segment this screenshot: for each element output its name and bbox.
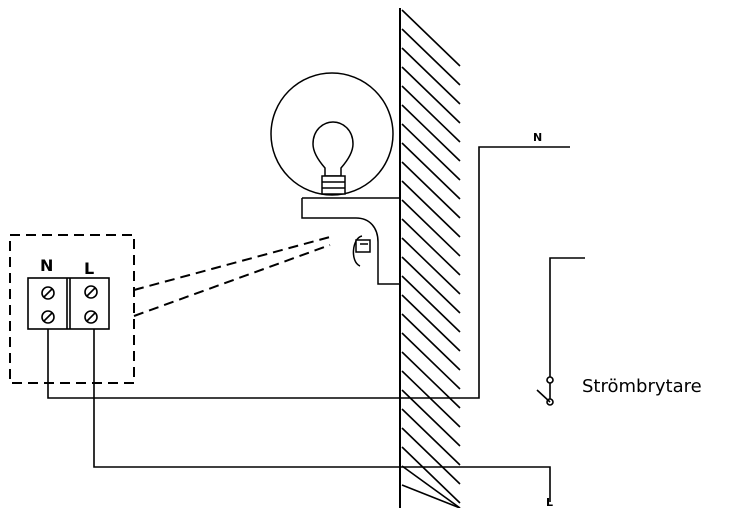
neutral-supply-label: N (533, 131, 542, 144)
wiring (47, 146, 585, 502)
light-bulb (312, 121, 354, 177)
hatch-line (401, 294, 461, 352)
hatch-line (401, 9, 461, 67)
terminal-block (27, 277, 110, 330)
hatch-line (401, 123, 461, 181)
hatch-line (401, 408, 461, 466)
hatch-line (401, 85, 461, 143)
hatch-line (401, 256, 461, 314)
hatch-line (401, 180, 461, 238)
hatch-line (401, 446, 461, 504)
switch-label: Strömbrytare (582, 376, 702, 397)
hatch-line (401, 275, 461, 333)
terminal-screw-l-top (84, 285, 98, 299)
detail-frame (9, 234, 135, 384)
terminal-screw-l-bottom (84, 310, 98, 324)
switch-contact-top (546, 376, 554, 384)
hatch-line (401, 199, 461, 257)
hatch-line (401, 161, 461, 219)
hatch-line (401, 389, 461, 447)
neutral-wire (47, 146, 570, 399)
hatch-line (401, 47, 461, 105)
hatch-line (401, 465, 461, 508)
live-supply-label: L (546, 496, 553, 508)
bulb-socket (321, 175, 346, 195)
hatch-line (401, 427, 461, 485)
hatch-line (401, 66, 461, 124)
lamp-bracket (301, 197, 400, 285)
cable-clamp (352, 235, 363, 267)
wall-lamp (270, 72, 400, 285)
terminal-label-n: N (40, 256, 53, 275)
hatch-line (401, 370, 461, 428)
hatch-line (401, 104, 461, 162)
hatch-line (401, 313, 461, 371)
hatch-line (401, 28, 461, 86)
hatch-line (401, 332, 461, 390)
wall (399, 8, 461, 508)
switch-lever (536, 389, 551, 403)
hatch-line (401, 142, 461, 200)
wall-hatching (401, 9, 461, 508)
hatch-line (401, 218, 461, 276)
terminal-label-l: L (84, 259, 94, 278)
terminal-screw-n-bottom (41, 310, 55, 324)
terminal-screw-n-top (41, 286, 55, 300)
lamp-globe (270, 72, 394, 196)
hatch-line (401, 237, 461, 295)
live-wire (93, 329, 551, 502)
terminal-detail-callout (9, 234, 331, 384)
hatch-line (401, 484, 461, 508)
switched-live-wire (549, 257, 585, 402)
